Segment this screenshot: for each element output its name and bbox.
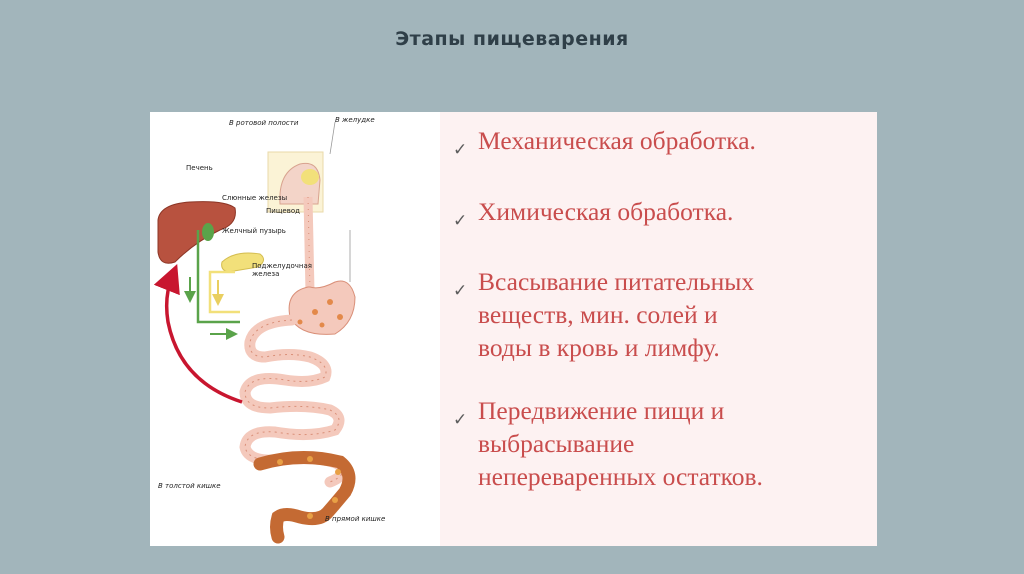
bile-duct <box>196 230 240 324</box>
colon-dots <box>277 456 341 519</box>
checkmark-icon: ✓ <box>453 281 468 301</box>
salivary-gland <box>301 169 319 185</box>
blood-return-arrow <box>153 263 243 404</box>
liver <box>157 201 236 264</box>
stage-item-2: ✓ Химическая обработка. <box>453 195 873 231</box>
stage-item-3: ✓ Всасывание питательных веществ, мин. с… <box>453 265 873 364</box>
large-intestine <box>253 451 356 544</box>
stage-text: Передвижение пищи и выбрасывание неперев… <box>478 396 763 491</box>
digestive-tract-illustration <box>153 121 356 544</box>
stage-text: Химическая обработка. <box>478 197 734 226</box>
esophagus <box>303 196 315 293</box>
gallbladder <box>202 223 214 241</box>
checkmark-icon: ✓ <box>453 410 468 430</box>
label-salivary: Слюнные железы <box>222 194 288 202</box>
label-stomach: В желудке <box>335 116 375 124</box>
pancreas <box>221 252 264 273</box>
slide-title: Этапы пищеварения <box>395 28 629 50</box>
stage-text: Механическая обработка. <box>478 126 756 155</box>
stage-text: Всасывание питательных веществ, мин. сол… <box>478 267 755 362</box>
stage-item-4: ✓ Передвижение пищи и выбрасывание непер… <box>453 394 873 493</box>
digestion-stages-list: ✓ Механическая обработка. ✓ Химическая о… <box>453 120 873 493</box>
label-pancreas: Поджелудочная железа <box>252 262 312 278</box>
label-gallbladder: Желчный пузырь <box>222 227 286 235</box>
checkmark-icon: ✓ <box>453 140 468 160</box>
label-rectum: В прямой кишке <box>325 515 386 523</box>
stomach <box>288 280 356 335</box>
checkmark-icon: ✓ <box>453 211 468 231</box>
digestive-system-diagram: В ротовой полости В желудке Печень Слюнн… <box>150 112 440 546</box>
stomach-dots <box>297 299 343 328</box>
label-esophagus: Пищевод <box>266 207 300 215</box>
label-large-intestine: В толстой кишке <box>158 482 221 490</box>
pancreatic-duct <box>208 270 240 314</box>
content-panel: В ротовой полости В желудке Печень Слюнн… <box>150 112 877 546</box>
label-mouth: В ротовой полости <box>229 119 299 127</box>
label-liver: Печень <box>186 164 213 172</box>
stage-item-1: ✓ Механическая обработка. <box>453 124 873 160</box>
